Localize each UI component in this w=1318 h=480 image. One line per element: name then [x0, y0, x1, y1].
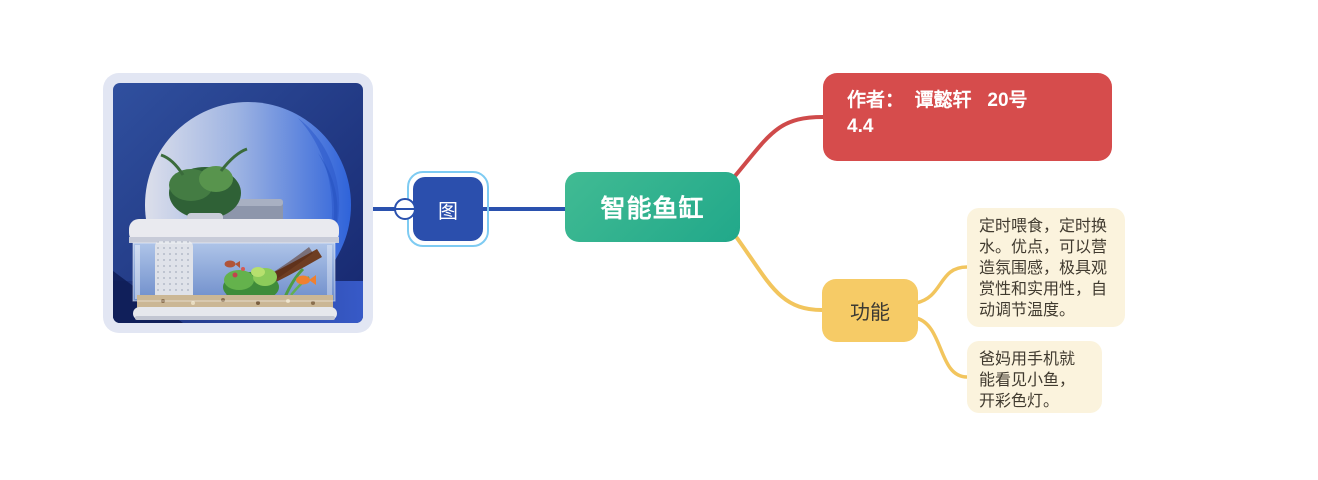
node-image[interactable]: 图: [413, 177, 483, 241]
node-author-label: 作者： 谭懿轩 20号 4.4: [847, 90, 1028, 137]
note-feature-detail-1[interactable]: 定时喂食，定时换水。优点，可以营造氛围感，极具观赏性和实用性，自动调节温度。: [967, 208, 1125, 327]
fish-tank-photo[interactable]: [103, 73, 373, 333]
fish-tank: [129, 147, 339, 320]
node-root[interactable]: 智能鱼缸: [565, 172, 740, 242]
node-author[interactable]: 作者： 谭懿轩 20号 4.4: [823, 73, 1112, 161]
node-feature-label: 功能: [850, 302, 890, 324]
node-image-label: 图: [438, 200, 458, 223]
note-feature-detail-2[interactable]: 爸妈用手机就能看见小鱼，开彩色灯。: [967, 341, 1102, 413]
fish: [224, 260, 316, 285]
note-2-text: 爸妈用手机就能看见小鱼，开彩色灯。: [979, 351, 1076, 410]
node-feature[interactable]: 功能: [822, 279, 918, 342]
aquatic-plants: [223, 267, 310, 302]
fish-tank-illustration: [113, 83, 363, 323]
note-1-text: 定时喂食，定时换水。优点，可以营造氛围感，极具观赏性和实用性，自动调节温度。: [979, 218, 1108, 319]
node-root-label: 智能鱼缸: [600, 195, 705, 223]
collapse-toggle[interactable]: [394, 198, 416, 220]
